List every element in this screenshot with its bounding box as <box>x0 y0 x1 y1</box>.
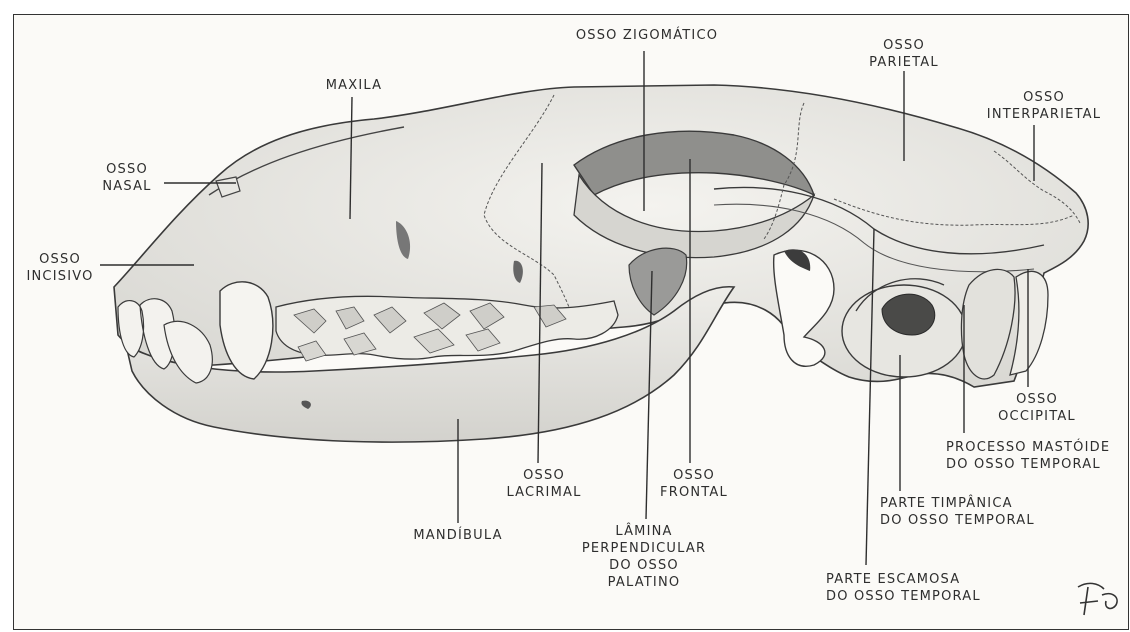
label-processo-mastoide: PROCESSO MASTÓIDE DO OSSO TEMPORAL <box>946 439 1116 473</box>
label-text: PARTE ESCAMOSA <box>826 571 1016 588</box>
label-text: NASAL <box>92 178 162 195</box>
label-text: PARIETAL <box>854 54 954 71</box>
illustration-frame: OSSO ZIGOMÁTICO MAXILA OSSO PARIETAL OSS… <box>13 14 1129 630</box>
label-text: PROCESSO MASTÓIDE <box>946 439 1116 456</box>
label-osso-nasal: OSSO NASAL <box>92 161 162 195</box>
label-text: DO OSSO TEMPORAL <box>826 588 1016 605</box>
label-text: PARTE TIMPÂNICA <box>880 495 1050 512</box>
label-text: OSSO <box>854 37 954 54</box>
label-text: INCISIVO <box>18 268 102 285</box>
label-osso-lacrimal: OSSO LACRIMAL <box>504 467 584 501</box>
label-osso-interparietal: OSSO INTERPARIETAL <box>974 89 1114 123</box>
label-lamina-perpendicular: LÂMINA PERPENDICULAR DO OSSO PALATINO <box>574 523 714 591</box>
label-parte-timpanica: PARTE TIMPÂNICA DO OSSO TEMPORAL <box>880 495 1050 529</box>
label-text: MANDÍBULA <box>398 527 518 544</box>
label-osso-frontal: OSSO FRONTAL <box>652 467 736 501</box>
label-text: DO OSSO <box>574 557 714 574</box>
signature-mark <box>1078 583 1117 615</box>
label-text: OSSO <box>652 467 736 484</box>
label-maxila: MAXILA <box>304 77 404 94</box>
label-mandibula: MANDÍBULA <box>398 527 518 544</box>
label-text: MAXILA <box>304 77 404 94</box>
skull-drawing <box>14 15 1128 629</box>
label-text: PERPENDICULAR <box>574 540 714 557</box>
label-text: DO OSSO TEMPORAL <box>880 512 1050 529</box>
label-osso-parietal: OSSO PARIETAL <box>854 37 954 71</box>
label-osso-zigomatico: OSSO ZIGOMÁTICO <box>562 27 732 44</box>
label-text: OSSO <box>504 467 584 484</box>
label-text: OCCIPITAL <box>992 408 1082 425</box>
label-text: DO OSSO TEMPORAL <box>946 456 1116 473</box>
label-text: LÂMINA <box>574 523 714 540</box>
label-text: OSSO <box>18 251 102 268</box>
label-text: OSSO <box>974 89 1114 106</box>
label-text: LACRIMAL <box>504 484 584 501</box>
label-text: OSSO ZIGOMÁTICO <box>562 27 732 44</box>
label-text: OSSO <box>992 391 1082 408</box>
label-text: FRONTAL <box>652 484 736 501</box>
label-text: INTERPARIETAL <box>974 106 1114 123</box>
label-text: PALATINO <box>574 574 714 591</box>
label-text: OSSO <box>92 161 162 178</box>
label-osso-occipital: OSSO OCCIPITAL <box>992 391 1082 425</box>
label-parte-escamosa: PARTE ESCAMOSA DO OSSO TEMPORAL <box>826 571 1016 605</box>
label-osso-incisivo: OSSO INCISIVO <box>18 251 102 285</box>
